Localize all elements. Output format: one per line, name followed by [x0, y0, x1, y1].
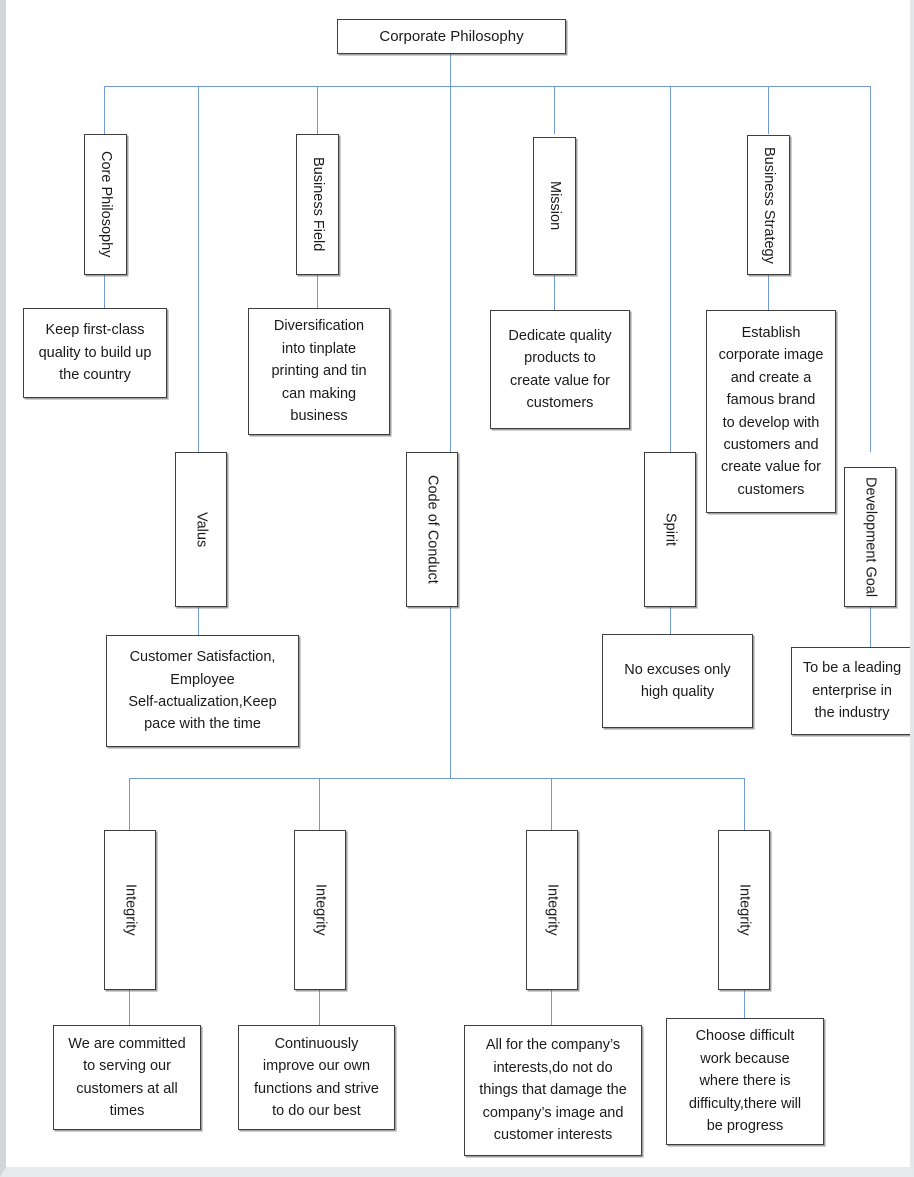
node-spirit-detail-text: No excuses only high quality [624, 661, 731, 700]
node-integrity-1-detail-text: We are committed to serving our customer… [68, 1035, 186, 1119]
node-integrity-4-label: Integrity [736, 884, 753, 936]
node-valus-detail[interactable]: Customer Satisfaction, Employee Self-act… [106, 635, 299, 747]
node-integrity-3-detail[interactable]: All for the company’s interests,do not d… [464, 1025, 642, 1156]
node-mission-detail[interactable]: Dedicate quality products to create valu… [490, 310, 630, 429]
connector-stem-business-field-detail [317, 274, 319, 308]
node-development-goal-label: Development Goal [862, 476, 879, 598]
connector-stem-spirit-detail [670, 607, 672, 634]
connector-drop-spirit [670, 86, 672, 452]
node-business-field-detail-text: Diversification into tinplate printing a… [271, 318, 367, 425]
connector-drop-business-strategy [768, 86, 770, 134]
connector-drop-integrity-1 [129, 778, 131, 830]
node-valus-detail-text: Customer Satisfaction, Employee Self-act… [128, 649, 277, 733]
connector-sub-bus [129, 778, 745, 780]
node-core-philosophy[interactable]: Core Philosophy [84, 134, 127, 275]
node-development-goal-detail[interactable]: To be a leading enterprise in the indust… [791, 647, 910, 735]
node-valus[interactable]: Valus [175, 452, 227, 607]
connector-stem-development-goal-detail [870, 607, 872, 647]
connector-stem-integrity-1-detail [129, 990, 131, 1025]
connector-drop-business-field [317, 86, 319, 134]
node-integrity-2[interactable]: Integrity [294, 830, 346, 990]
connector-stem-business-strategy-detail [768, 274, 770, 310]
node-root-label: Corporate Philosophy [379, 27, 524, 45]
node-integrity-2-detail-text: Continuously improve our own functions a… [254, 1035, 379, 1119]
node-business-strategy-detail-text: Establish corporate image and create a f… [718, 324, 824, 498]
node-integrity-2-detail[interactable]: Continuously improve our own functions a… [238, 1025, 395, 1130]
connector-stem-valus-detail [198, 607, 200, 635]
node-core-philosophy-detail[interactable]: Keep first-class quality to build up the… [23, 308, 167, 398]
connector-stem-mission-detail [554, 274, 556, 310]
connector-main-bus [104, 86, 871, 88]
connector-root-stem [450, 52, 452, 86]
node-integrity-3-detail-text: All for the company’s interests,do not d… [479, 1037, 627, 1144]
node-integrity-4-detail[interactable]: Choose difficult work because where ther… [666, 1018, 824, 1145]
node-spirit-detail[interactable]: No excuses only high quality [602, 634, 753, 728]
node-core-philosophy-detail-text: Keep first-class quality to build up the… [38, 322, 152, 384]
node-code-of-conduct-label: Code of Conduct [424, 475, 441, 584]
node-root[interactable]: Corporate Philosophy [337, 19, 566, 54]
node-business-field[interactable]: Business Field [296, 134, 339, 275]
connector-drop-mission [554, 86, 556, 134]
node-integrity-4[interactable]: Integrity [718, 830, 770, 990]
node-business-field-detail[interactable]: Diversification into tinplate printing a… [248, 308, 390, 435]
diagram-canvas: Corporate Philosophy Core Philosophy Bus… [6, 0, 910, 1167]
connector-stem-integrity-4-detail [744, 990, 746, 1018]
node-business-strategy-detail[interactable]: Establish corporate image and create a f… [706, 310, 836, 513]
node-valus-label: Valus [193, 511, 210, 548]
node-development-goal[interactable]: Development Goal [844, 467, 896, 607]
node-integrity-4-detail-text: Choose difficult work because where ther… [688, 1028, 802, 1135]
connector-drop-integrity-2 [319, 778, 321, 830]
connector-drop-integrity-3 [551, 778, 553, 830]
node-integrity-3[interactable]: Integrity [526, 830, 578, 990]
connector-drop-core-philosophy [104, 86, 106, 134]
node-code-of-conduct[interactable]: Code of Conduct [406, 452, 458, 607]
connector-stem-code-of-conduct-bus [450, 607, 452, 778]
connector-drop-integrity-4 [744, 778, 746, 830]
connector-drop-development-goal [870, 86, 872, 452]
node-business-strategy[interactable]: Business Strategy [747, 135, 790, 275]
node-business-field-label: Business Field [309, 157, 326, 252]
connector-stem-integrity-2-detail [319, 990, 321, 1025]
connector-drop-valus [198, 86, 200, 452]
node-integrity-1-detail[interactable]: We are committed to serving our customer… [53, 1025, 201, 1130]
node-integrity-2-label: Integrity [312, 884, 329, 936]
node-spirit[interactable]: Spirit [644, 452, 696, 607]
node-development-goal-detail-text: To be a leading enterprise in the indust… [802, 660, 902, 722]
node-mission[interactable]: Mission [533, 137, 576, 275]
node-integrity-1-label: Integrity [122, 884, 139, 936]
node-business-strategy-label: Business Strategy [760, 146, 777, 264]
connector-drop-code-of-conduct [450, 86, 452, 452]
node-spirit-label: Spirit [662, 512, 679, 547]
node-integrity-1[interactable]: Integrity [104, 830, 156, 990]
connector-stem-integrity-3-detail [551, 990, 553, 1025]
node-integrity-3-label: Integrity [544, 884, 561, 936]
node-mission-label: Mission [546, 181, 563, 231]
node-mission-detail-text: Dedicate quality products to create valu… [508, 327, 612, 411]
connector-stem-core-philosophy-detail [104, 274, 106, 308]
node-core-philosophy-label: Core Philosophy [97, 151, 114, 258]
